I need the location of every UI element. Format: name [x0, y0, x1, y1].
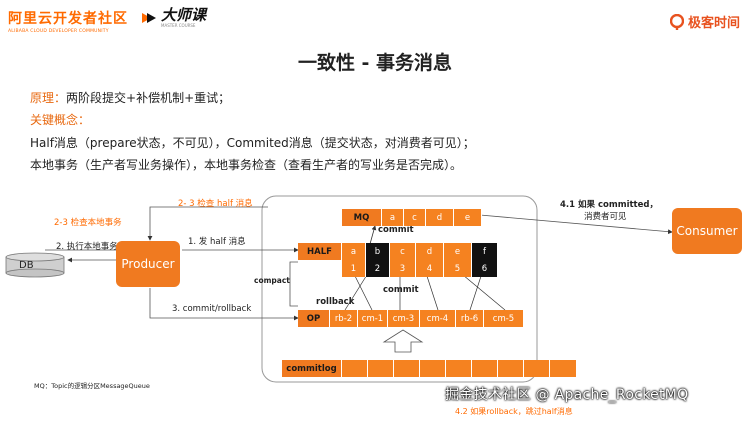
half-offset: 2: [366, 260, 390, 277]
db-node: DB: [5, 252, 65, 278]
label-if-committed-2: 消费者可见: [584, 212, 627, 222]
mq-cell: e: [454, 209, 482, 226]
commitlog-cell: [420, 360, 446, 377]
label-check-local: 2-3 检查本地事务: [54, 218, 122, 228]
geek-time-icon: [669, 13, 684, 30]
op-cell: cm-4: [420, 310, 456, 327]
half-offset: 4: [416, 260, 444, 277]
label-commit-top: commit: [378, 225, 414, 235]
label-check-half: 2- 3 检查 half 消息: [178, 199, 253, 209]
half-cell: f: [472, 243, 498, 260]
watermark: 掘金技术社区 @ Apache_RocketMQ: [445, 387, 689, 403]
commitlog-cell: [472, 360, 498, 377]
db-cylinder-icon: [5, 252, 65, 278]
commitlog-cell: [498, 360, 524, 377]
mq-cell: d: [426, 209, 454, 226]
half-cell: c: [390, 243, 416, 260]
half-queue: HALF a b c d e f 1 2 3 4 5 6: [298, 243, 498, 277]
consumer-node: Consumer: [672, 208, 742, 254]
producer-label: Producer: [121, 257, 175, 271]
brand2-subtitle: MASTER COURSE: [161, 23, 196, 28]
concept-line-2: 本地事务（生产者写业务操作），本地事务检查（查看生产者的写业务是否完成）。: [30, 158, 463, 172]
half-offset: 5: [444, 260, 472, 277]
mq-label: MQ: [342, 209, 382, 226]
concept-line-1: Half消息（prepare状态，不可见），Commited消息（提交状态，对消…: [30, 136, 475, 150]
op-cell: cm-1: [358, 310, 388, 327]
commitlog-cell: [342, 360, 368, 377]
label-exec-local: 2. 执行本地事务: [56, 242, 118, 252]
commitlog-label: commitlog: [282, 360, 342, 377]
half-cell: e: [444, 243, 472, 260]
label-if-rollback: 4.2 如果rollback，跳过half消息: [455, 407, 573, 416]
op-cell: cm-3: [388, 310, 420, 327]
consumer-label: Consumer: [676, 224, 738, 238]
label-if-committed-1: 4.1 如果 committed，: [560, 200, 658, 210]
op-queue: OP rb-2 cm-1 cm-3 cm-4 rb-6 cm-5: [298, 310, 524, 327]
commitlog-row: commitlog: [282, 360, 576, 377]
half-spacer: [298, 260, 342, 277]
label-rollback: rollback: [316, 297, 355, 307]
half-cell: b: [366, 243, 390, 260]
concept-label: 关键概念：: [30, 113, 91, 127]
commitlog-cell: [394, 360, 420, 377]
footnote: MQ：Topic的逻辑分区MessageQueue: [34, 382, 150, 390]
geek-time-logo: 极客时间: [669, 12, 740, 31]
commitlog-cell: [524, 360, 550, 377]
master-course-logo: 大师课 MASTER COURSE: [142, 8, 206, 28]
principle-text: 两阶段提交+补偿机制+重试；: [66, 91, 231, 105]
half-offset: 1: [342, 260, 366, 277]
brand-title: 阿里云开发者社区: [8, 11, 128, 27]
label-commit-mid: commit: [383, 285, 419, 295]
principle-line: 原理：两阶段提交+补偿机制+重试；: [30, 89, 230, 106]
slide-title: 一致性 - 事务消息: [297, 52, 453, 74]
half-offset: 3: [390, 260, 416, 277]
commitlog-cell: [446, 360, 472, 377]
principle-label: 原理：: [30, 91, 67, 105]
label-send-half: 1. 发 half 消息: [188, 237, 246, 247]
half-label: HALF: [298, 243, 342, 260]
op-cell: cm-5: [484, 310, 524, 327]
master-course-icon: [142, 13, 156, 23]
brand-subtitle: ALIBABA CLOUD DEVELOPER COMMUNITY: [8, 29, 109, 34]
op-cell: rb-2: [330, 310, 358, 327]
label-compact: compact: [254, 276, 290, 285]
brand2-title: 大师课: [161, 6, 207, 24]
mq-cell: a: [382, 209, 404, 226]
producer-node: Producer: [116, 241, 180, 287]
label-commit-rollback: 3. commit/rollback: [172, 304, 252, 314]
op-cell: rb-6: [456, 310, 484, 327]
commitlog-cell: [368, 360, 394, 377]
half-offset: 6: [472, 260, 498, 277]
mq-queue: MQ a c d e: [342, 209, 482, 226]
alibaba-cloud-logo: 阿里云开发者社区 ALIBABA CLOUD DEVELOPER COMMUNI…: [8, 8, 128, 34]
geek-time-title: 极客时间: [687, 16, 740, 31]
half-cell: a: [342, 243, 366, 260]
mq-cell: c: [404, 209, 426, 226]
db-label: DB: [19, 260, 34, 271]
commitlog-cell: [550, 360, 576, 377]
half-cell: d: [416, 243, 444, 260]
op-label: OP: [298, 310, 330, 327]
